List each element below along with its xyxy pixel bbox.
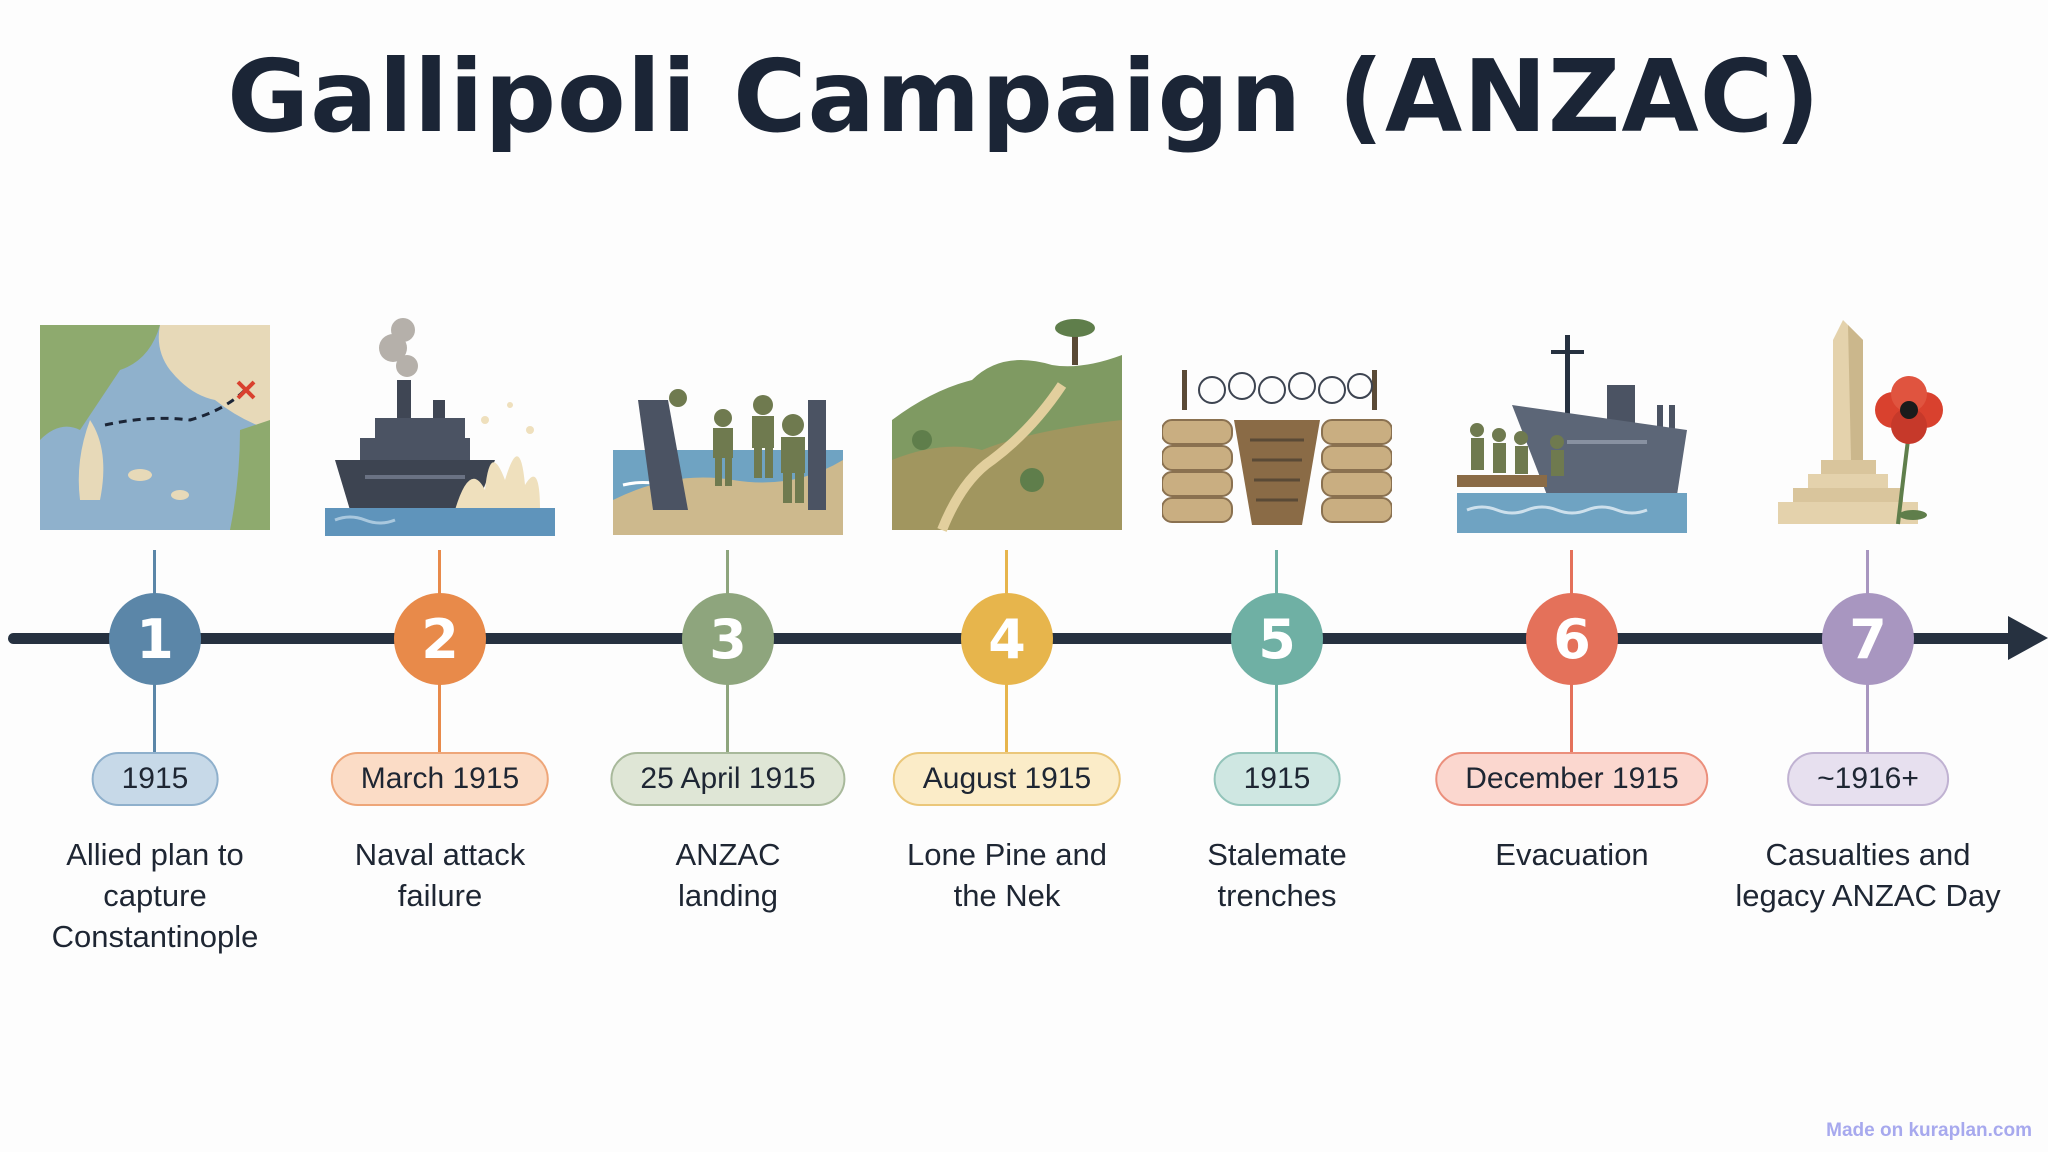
timeline-arrowhead — [2008, 616, 2048, 660]
memorial-poppy-icon — [1778, 320, 1943, 525]
event-number-badge: 7 — [1822, 593, 1914, 685]
event-description-line: trenches — [1217, 878, 1337, 913]
event-description-line: Evacuation — [1495, 837, 1649, 872]
event-description-line: ANZAC — [675, 837, 781, 872]
watermark-link[interactable]: Made on kuraplan.com — [1826, 1120, 2032, 1141]
evacuation-ship-icon — [1457, 335, 1687, 533]
event-connector — [1005, 550, 1008, 602]
event-connector — [438, 684, 441, 752]
page-title: Gallipoli Campaign (ANZAC) — [227, 38, 1821, 155]
event-description: Stalemate trenches — [1127, 834, 1427, 916]
event-connector — [1866, 550, 1869, 602]
event-number-badge: 6 — [1526, 593, 1618, 685]
event-connector — [1570, 684, 1573, 752]
event-description: Lone Pine and the Nek — [857, 834, 1157, 916]
event-date-pill: ~1916+ — [1787, 752, 1949, 806]
event-connector — [726, 684, 729, 752]
event-description-line: failure — [397, 878, 483, 913]
event-date-pill: August 1915 — [892, 752, 1122, 806]
event-number-badge: 2 — [394, 593, 486, 685]
event-connector — [153, 550, 156, 602]
event-description-line: Casualties and — [1765, 837, 1971, 872]
timeline-event-7: 7 ~1916+ Casualties and legacy ANZAC Day — [1718, 0, 2018, 1152]
event-description: Evacuation — [1422, 834, 1722, 875]
event-description-line: capture Constantinople — [51, 878, 259, 954]
event-date-pill: March 1915 — [330, 752, 550, 806]
event-description-line: Naval attack — [354, 837, 526, 872]
event-connector — [1570, 550, 1573, 602]
timeline-event-6: 6 December 1915 Evacuation — [1422, 0, 1722, 1152]
event-description-line: Lone Pine and — [907, 837, 1107, 872]
event-connector — [1005, 684, 1008, 752]
event-connector — [726, 550, 729, 602]
map-icon — [40, 325, 270, 530]
event-number-badge: 1 — [109, 593, 201, 685]
event-connector — [1275, 550, 1278, 602]
event-connector — [1275, 684, 1278, 752]
soldiers-landing-icon — [613, 389, 843, 535]
event-date-pill: 25 April 1915 — [610, 752, 846, 806]
event-description: ANZAC landing — [578, 834, 878, 916]
event-date-pill: 1915 — [1213, 752, 1341, 806]
event-number-badge: 3 — [682, 593, 774, 685]
timeline-event-4: 4 August 1915 Lone Pine and the Nek — [857, 0, 1157, 1152]
event-description-line: Allied plan to — [66, 837, 244, 872]
event-number-badge: 5 — [1231, 593, 1323, 685]
timeline-event-2: 2 March 1915 Naval attack failure — [290, 0, 590, 1152]
event-connector — [153, 684, 156, 752]
event-description-line: landing — [678, 878, 778, 913]
event-description: Allied plan to capture Constantinople — [5, 834, 305, 957]
event-description: Casualties and legacy ANZAC Day — [1718, 834, 2018, 916]
event-date-pill: 1915 — [91, 752, 219, 806]
timeline-event-1: 1 1915 Allied plan to capture Constantin… — [5, 0, 305, 1152]
event-description: Naval attack failure — [290, 834, 590, 916]
trench-icon — [1162, 370, 1392, 525]
battleship-explosion-icon — [325, 318, 555, 536]
timeline-event-3: 3 25 April 1915 ANZAC landing — [578, 0, 878, 1152]
timeline-event-5: 5 1915 Stalemate trenches — [1127, 0, 1427, 1152]
event-date-pill: December 1915 — [1435, 752, 1709, 806]
event-description-line: Stalemate — [1207, 837, 1347, 872]
event-connector — [438, 550, 441, 602]
event-connector — [1866, 684, 1869, 752]
event-description-line: the Nek — [953, 878, 1061, 913]
hill-tree-icon — [892, 319, 1122, 532]
event-description-line: legacy ANZAC Day — [1735, 878, 2001, 913]
event-number-badge: 4 — [961, 593, 1053, 685]
